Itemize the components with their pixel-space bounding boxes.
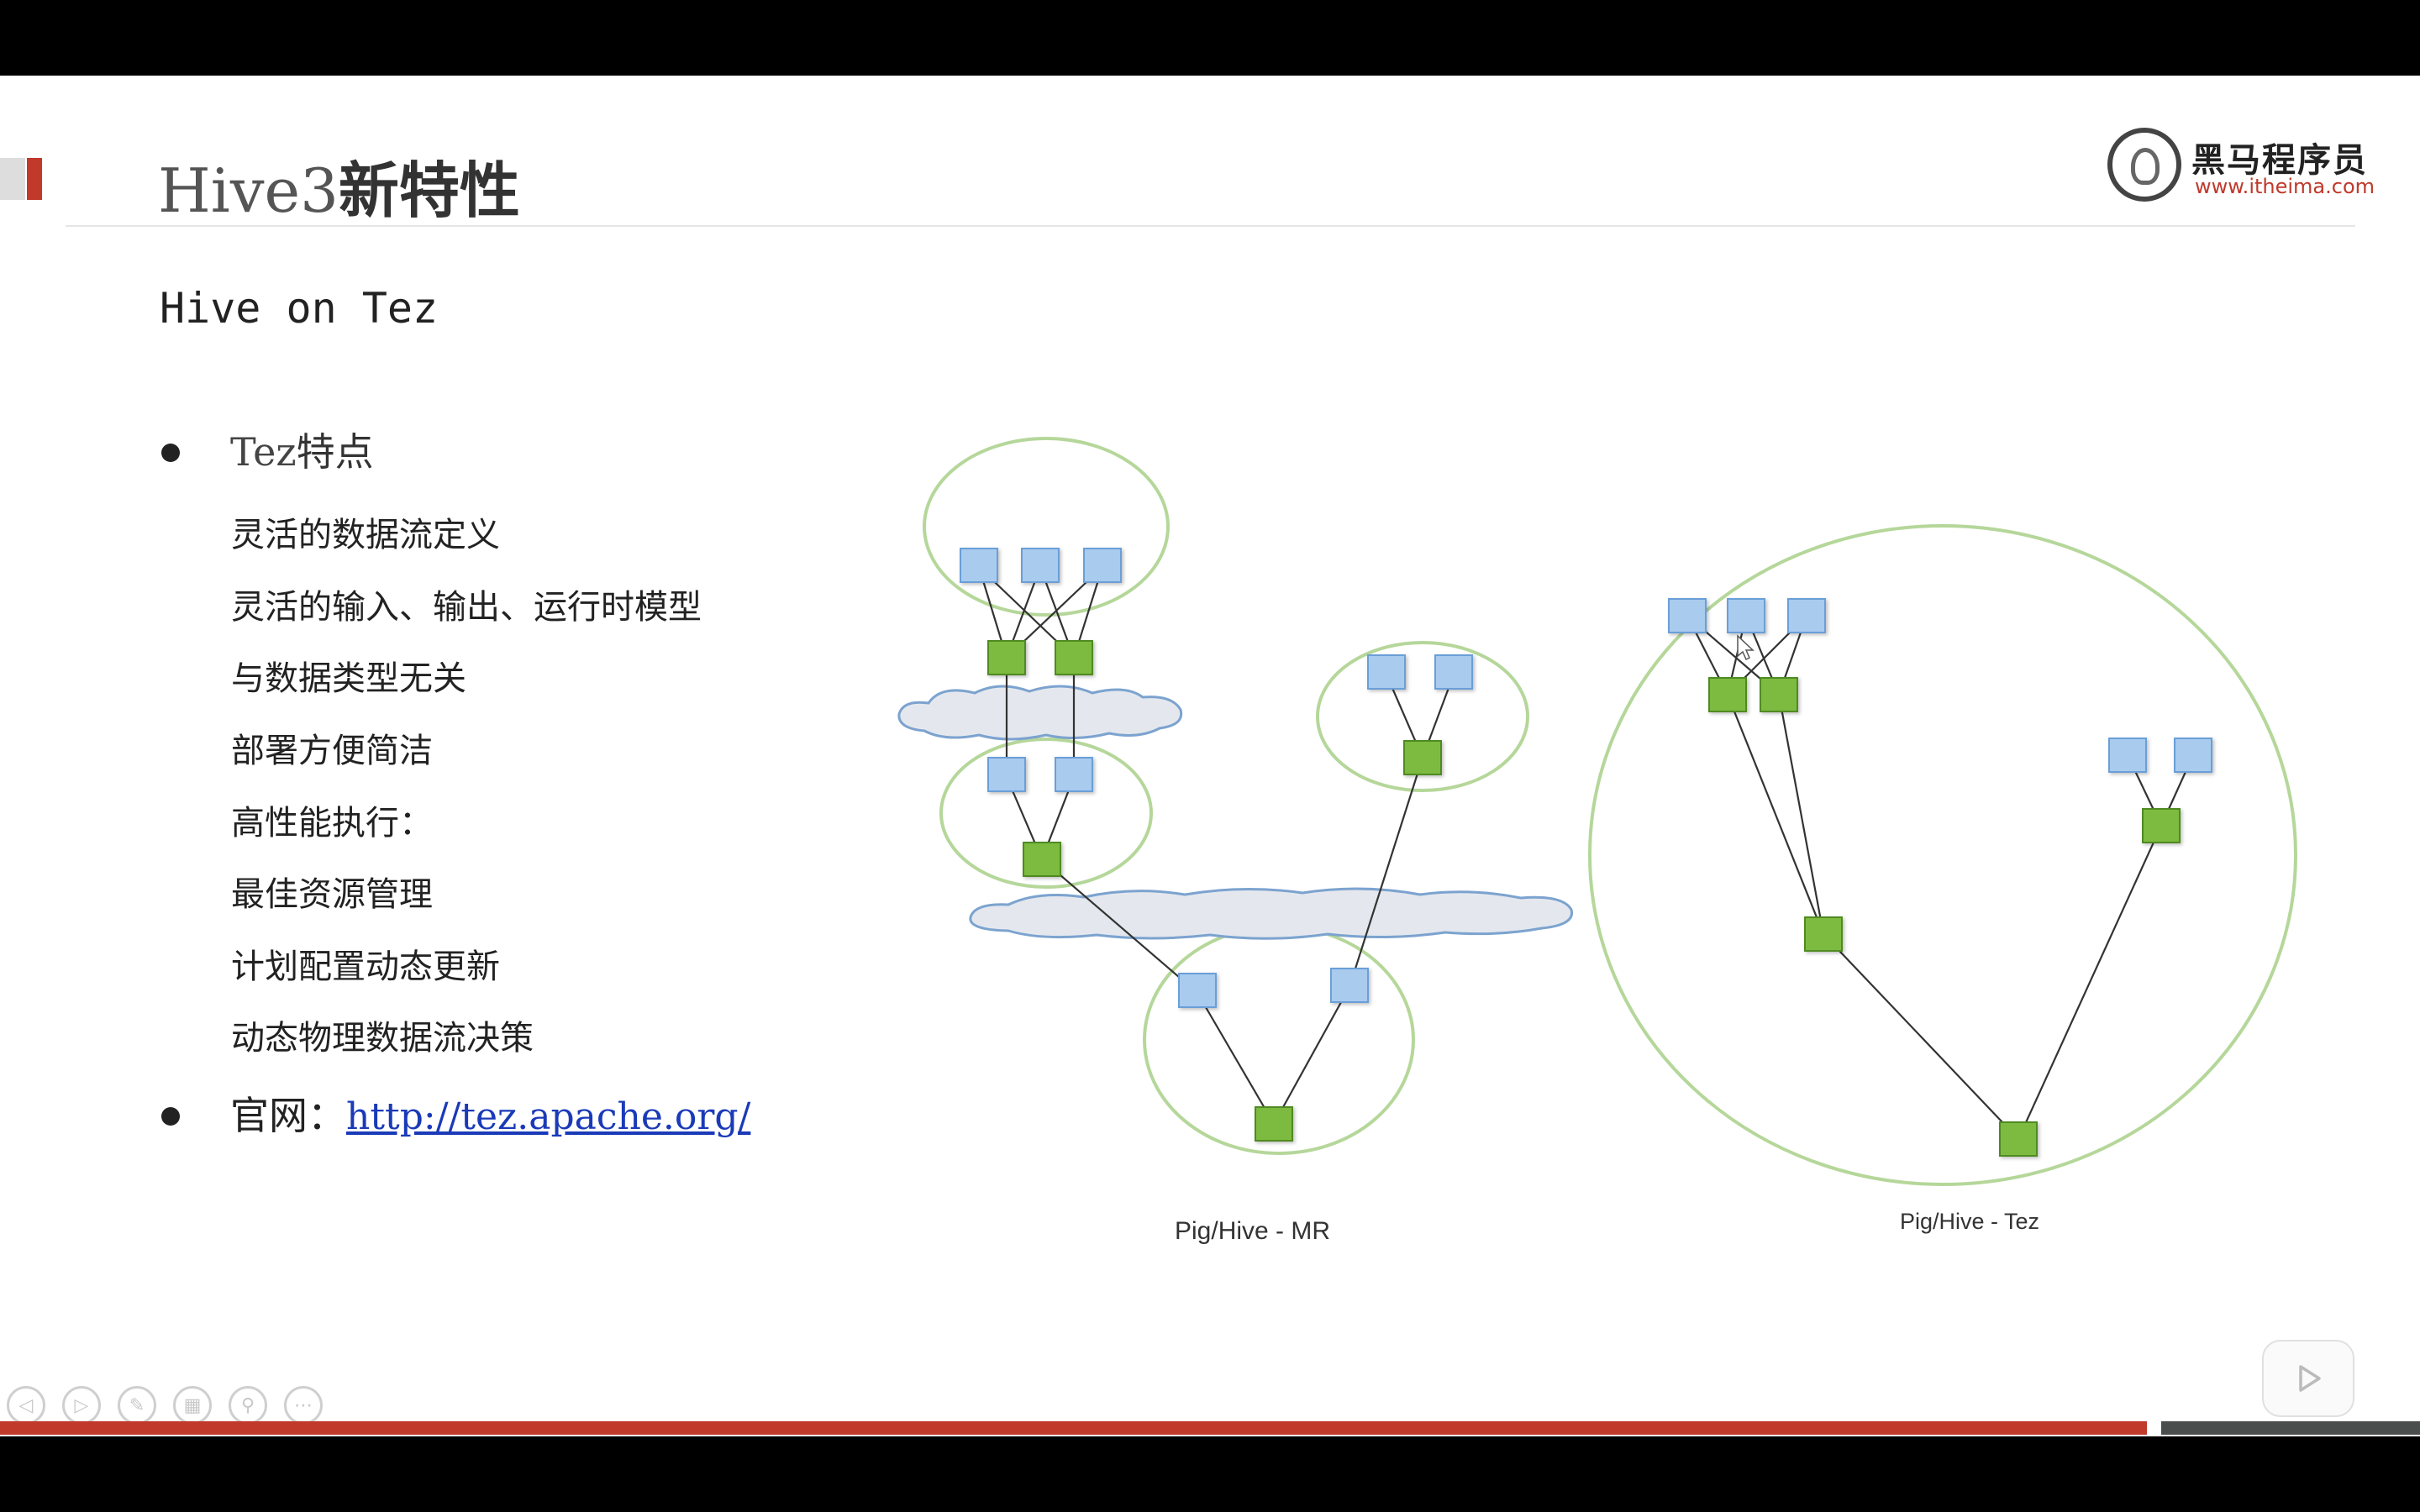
grid-icon[interactable]: ▦ bbox=[173, 1386, 212, 1425]
reduce-task-node bbox=[1255, 1106, 1293, 1142]
next-icon[interactable]: ▷ bbox=[62, 1386, 101, 1425]
diagram-edge bbox=[1273, 986, 1350, 1125]
more-icon[interactable]: ⋯ bbox=[284, 1386, 323, 1425]
reduce-task-node bbox=[1403, 740, 1442, 775]
map-task-node bbox=[1367, 654, 1406, 690]
reduce-task-node bbox=[1804, 916, 1843, 952]
tez-dag-ellipse bbox=[1588, 524, 2297, 1186]
official-site-link[interactable]: http://tez.apache.org/ bbox=[346, 1095, 751, 1138]
diagram-edge bbox=[1726, 694, 1825, 935]
itheima-logo: 黑马程序员 www.itheima.com bbox=[2107, 128, 2376, 212]
diagram-edge bbox=[1348, 757, 1424, 988]
official-site-label: 官网： bbox=[230, 1093, 346, 1138]
bullet-dot-icon bbox=[161, 444, 180, 462]
reduce-task-node bbox=[1708, 677, 1747, 712]
diagram-edge bbox=[1041, 858, 1198, 994]
bullet-dot-icon bbox=[161, 1107, 180, 1126]
feature-item: 高性能执行： bbox=[231, 804, 433, 843]
bullet-official-site: 官网：http://tez.apache.org/ bbox=[230, 1085, 750, 1141]
mouse-cursor-icon bbox=[1737, 634, 1754, 661]
reduce-task-node bbox=[2142, 808, 2181, 843]
progress-bar-remaining[interactable] bbox=[2161, 1421, 2420, 1435]
reduce-task-node bbox=[1760, 677, 1798, 712]
bullet-tez-label-latin: Tez bbox=[230, 429, 297, 475]
feature-item: 最佳资源管理 bbox=[231, 875, 433, 914]
reduce-task-node bbox=[987, 640, 1026, 675]
reduce-task-node bbox=[1055, 640, 1093, 675]
map-task-node bbox=[1668, 598, 1707, 633]
play-icon bbox=[2299, 1365, 2321, 1392]
feature-item: 计划配置动态更新 bbox=[231, 948, 500, 986]
progress-bar-played[interactable] bbox=[0, 1421, 2147, 1435]
map-task-node bbox=[1021, 548, 1060, 583]
map-task-node bbox=[987, 757, 1026, 792]
feature-item: 动态物理数据流决策 bbox=[231, 1019, 534, 1058]
map-task-node bbox=[960, 548, 998, 583]
slide-subtitle: Hive on Tez bbox=[160, 284, 439, 333]
slide-title: Hive3新特性 bbox=[158, 141, 520, 229]
hdfs-cloud-icon bbox=[969, 887, 1574, 940]
reduce-task-node bbox=[1999, 1121, 2038, 1157]
mr-caption: Pig/Hive - MR bbox=[1175, 1217, 1330, 1245]
feature-item: 部署方便简洁 bbox=[231, 732, 433, 770]
map-task-node bbox=[1787, 598, 1826, 633]
title-divider bbox=[66, 225, 2355, 227]
title-accent-grey bbox=[0, 158, 25, 200]
mr-vs-tez-diagram: Pig/Hive - MR Pig/Hive - Tez bbox=[897, 437, 2297, 1245]
mr-stage-1-ellipse bbox=[923, 437, 1170, 617]
presentation-slide: Hive3新特性 黑马程序员 www.itheima.com Hive on T… bbox=[0, 76, 2420, 1436]
feature-item: 灵活的数据流定义 bbox=[231, 516, 500, 554]
reduce-task-node bbox=[1023, 842, 1061, 877]
diagram-edge bbox=[1197, 992, 1275, 1125]
slide-title-latin: Hive3 bbox=[158, 155, 339, 226]
map-task-node bbox=[1434, 654, 1473, 690]
diagram-edge bbox=[1777, 694, 1825, 935]
diagram-edge bbox=[1823, 933, 2019, 1140]
bullet-tez-features: Tez特点 bbox=[230, 422, 374, 477]
map-task-node bbox=[2108, 738, 2147, 773]
map-task-node bbox=[1727, 598, 1765, 633]
mr-stage-3-ellipse bbox=[1316, 641, 1529, 792]
zoom-icon[interactable]: ⚲ bbox=[229, 1386, 267, 1425]
map-task-node bbox=[1055, 757, 1093, 792]
play-button[interactable] bbox=[2262, 1340, 2354, 1417]
map-task-node bbox=[1083, 548, 1122, 583]
slide-title-cjk: 新特性 bbox=[338, 155, 520, 226]
feature-item: 与数据类型无关 bbox=[231, 659, 466, 698]
map-task-node bbox=[2174, 738, 2212, 773]
mr-stage-2-ellipse bbox=[939, 738, 1153, 889]
tez-caption: Pig/Hive - Tez bbox=[1900, 1209, 2039, 1234]
prev-icon[interactable]: ◁ bbox=[7, 1386, 45, 1425]
pen-icon[interactable]: ✎ bbox=[118, 1386, 156, 1425]
map-task-node bbox=[1330, 968, 1369, 1003]
logo-url: www.itheima.com bbox=[2195, 175, 2375, 198]
bullet-tez-label-cjk: 特点 bbox=[296, 429, 374, 475]
diagram-edge bbox=[2017, 825, 2163, 1140]
title-accent-red bbox=[27, 158, 42, 200]
map-task-node bbox=[1178, 973, 1217, 1008]
feature-item: 灵活的输入、输出、运行时模型 bbox=[231, 588, 702, 627]
hdfs-cloud-icon bbox=[897, 685, 1183, 741]
logo-emblem-icon bbox=[2107, 128, 2181, 202]
logo-name: 黑马程序员 bbox=[2191, 141, 2368, 180]
